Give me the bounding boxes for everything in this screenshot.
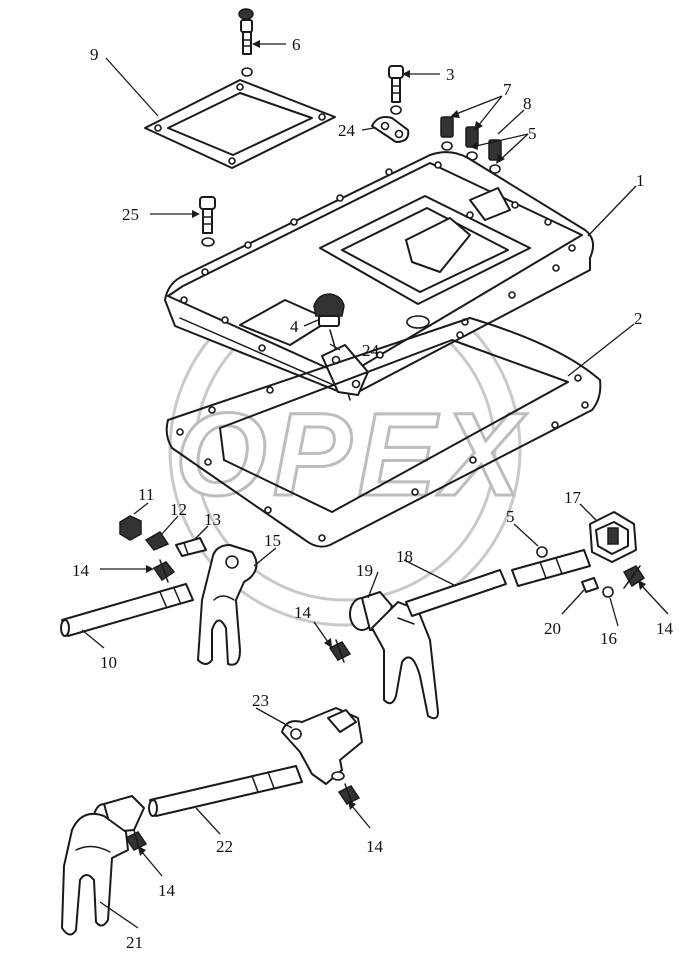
part-1-housing-plate xyxy=(164,151,595,401)
callout-5-upper: 5 xyxy=(528,124,537,143)
watermark-text: OPEX xyxy=(175,389,527,521)
callout-6: 6 xyxy=(292,35,301,54)
part-24-lock-plate-lower xyxy=(321,344,369,396)
watermark: OPEX xyxy=(168,273,527,627)
part-2-gasket xyxy=(165,317,602,548)
callout-14-e: 14 xyxy=(158,881,176,900)
callout-14-b: 14 xyxy=(294,603,312,622)
callout-19: 19 xyxy=(356,561,373,580)
leader-lines xyxy=(81,40,669,929)
part-9-cover-plate xyxy=(144,79,336,169)
part-17-shift-head xyxy=(589,511,637,563)
callout-7: 7 xyxy=(503,80,512,99)
callout-16: 16 xyxy=(600,629,617,648)
callout-18: 18 xyxy=(396,547,413,566)
part-5-ball-lower xyxy=(536,546,548,558)
callout-22: 22 xyxy=(216,837,233,856)
part-14-screw-d xyxy=(337,783,361,807)
callout-14-d: 14 xyxy=(366,837,384,856)
part-25-bolt xyxy=(199,196,216,247)
callout-14-c: 14 xyxy=(656,619,674,638)
callout-1: 1 xyxy=(636,171,645,190)
callout-3: 3 xyxy=(446,65,455,84)
part-11-nut xyxy=(119,515,142,541)
callout-23: 23 xyxy=(252,691,269,710)
part-18-shift-rod xyxy=(405,549,591,617)
callout-24-lower: 24 xyxy=(362,341,380,360)
callout-21: 21 xyxy=(126,933,143,952)
callout-5-lower: 5 xyxy=(506,507,515,526)
callout-17: 17 xyxy=(564,488,582,507)
part-13-pin xyxy=(175,537,207,557)
callout-24-upper: 24 xyxy=(338,121,356,140)
part-20-pin xyxy=(581,577,599,593)
part-15-shift-fork xyxy=(197,544,258,666)
part-21-shift-fork xyxy=(61,795,145,936)
callout-9: 9 xyxy=(90,45,99,64)
callout-2: 2 xyxy=(634,309,643,328)
callout-8: 8 xyxy=(523,94,532,113)
callout-20: 20 xyxy=(544,619,561,638)
part-4-plug xyxy=(313,293,345,327)
part-6-bolt xyxy=(238,8,254,77)
callout-labels: 6 9 3 7 8 5 24 1 25 2 4 24 11 12 13 14 1… xyxy=(72,35,674,952)
part-24-lock-plate-upper xyxy=(371,116,410,143)
callout-15: 15 xyxy=(264,531,281,550)
part-14-screw-a xyxy=(152,559,176,583)
callout-11: 11 xyxy=(138,485,154,504)
callout-12: 12 xyxy=(170,500,187,519)
part-14-screw-b xyxy=(328,639,352,663)
part-23-shift-head xyxy=(281,707,363,785)
part-10-shift-rod xyxy=(60,583,194,637)
callout-14-a: 14 xyxy=(72,561,90,580)
callout-13: 13 xyxy=(204,510,221,529)
part-3-bolt xyxy=(388,65,404,115)
callout-4: 4 xyxy=(290,317,299,336)
part-19-shift-fork xyxy=(349,591,439,720)
callout-10: 10 xyxy=(100,653,117,672)
part-12-spring xyxy=(144,531,170,551)
part-16-ball xyxy=(602,586,614,598)
callout-25: 25 xyxy=(122,205,139,224)
part-22-shift-rod xyxy=(148,765,303,817)
